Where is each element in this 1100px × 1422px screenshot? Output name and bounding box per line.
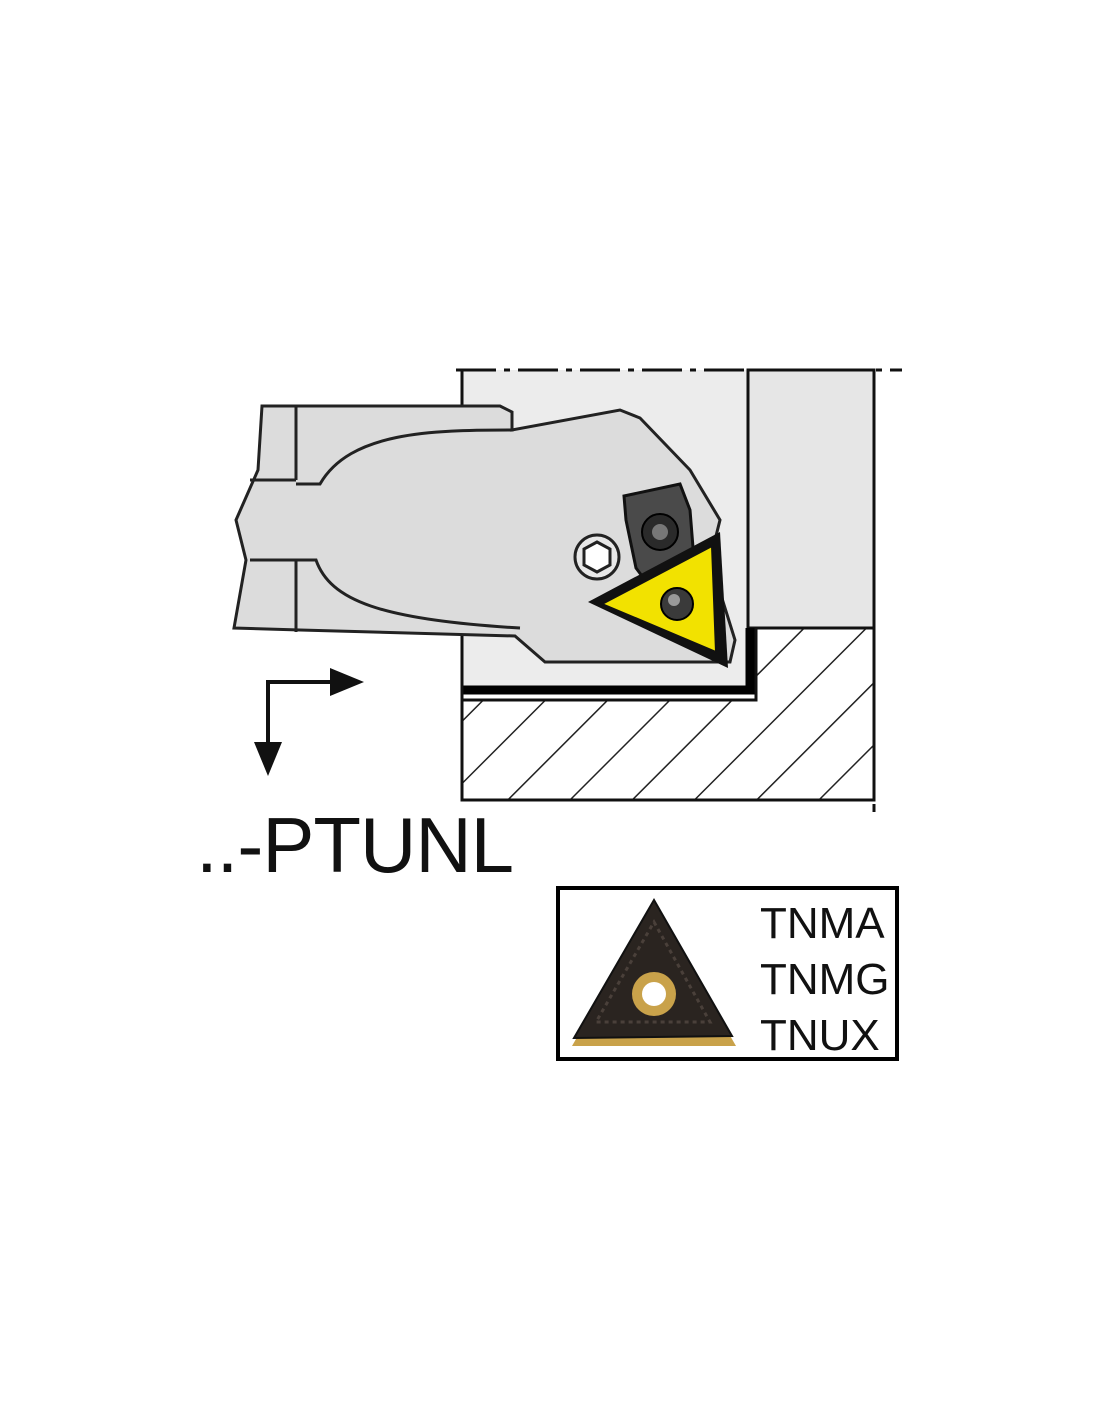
insert-type-list: TNMA TNMG TNUX (760, 896, 890, 1064)
feed-direction-arrows-icon (254, 668, 364, 776)
insert-type-item: TNMA (760, 899, 885, 948)
tool-code-label: ..-PTUNL (196, 801, 514, 889)
holder-flat-face (296, 412, 521, 630)
workpiece-wall (746, 368, 876, 630)
insert-types-panel: TNMA TNMG TNUX (556, 886, 899, 1061)
hex-socket-screw-icon (573, 533, 621, 581)
holder-neck-curve (250, 478, 296, 562)
insert-type-item: TNMG (760, 955, 890, 1004)
triangular-insert-icon (588, 532, 728, 668)
insert-type-item: TNUX (760, 1011, 880, 1060)
tool-holder (232, 404, 737, 668)
insert-photo-icon (572, 897, 736, 1046)
machined-surface-line (462, 628, 755, 695)
workpiece (456, 368, 902, 812)
